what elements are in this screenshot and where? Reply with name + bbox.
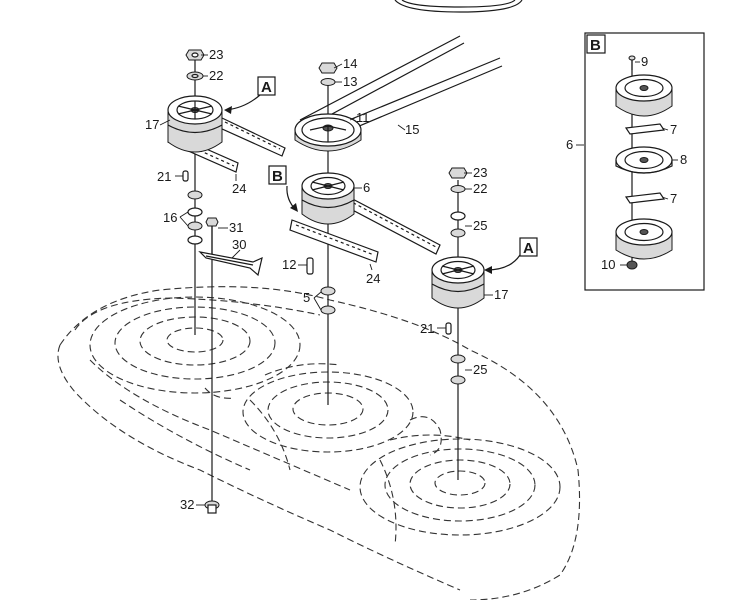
pulley-17-left: [167, 95, 223, 153]
label-24-left: 24: [232, 181, 246, 196]
inset-label-10: 10: [601, 257, 615, 272]
label-6-center: 6: [363, 180, 370, 195]
label-25-upper: 25: [473, 218, 487, 233]
label-22-right: 22: [473, 181, 487, 196]
callout-letter-b-center: B: [272, 168, 283, 185]
pulley-6-center: [301, 172, 355, 225]
inset-label-9: 9: [641, 54, 648, 69]
callout-letter-a-right: A: [523, 240, 534, 257]
label-17-right: 17: [494, 287, 508, 302]
label-21-right: 21: [420, 321, 434, 336]
label-30: 30: [232, 237, 246, 252]
label-15: 15: [405, 122, 419, 137]
callout-box-b-center: [268, 165, 287, 185]
top-partial-disc: [394, 0, 523, 13]
key-icon: [182, 170, 189, 182]
label-14: 14: [343, 56, 357, 71]
key-icon: [306, 257, 314, 275]
leader-lines: [159, 54, 678, 506]
nut-icon: [448, 167, 468, 179]
label-16: 16: [163, 210, 177, 225]
callout-letter-a-left: A: [261, 79, 272, 96]
inset-label-7-lower: 7: [670, 191, 677, 206]
label-23-left: 23: [209, 47, 223, 62]
nut-icon: [185, 49, 205, 61]
belt-segment-left: [219, 117, 286, 157]
left-pulley-assembly: [167, 49, 286, 277]
label-24-center: 24: [366, 271, 380, 286]
inset-label-6: 6: [566, 137, 573, 152]
right-assembly: [431, 167, 485, 385]
belt-15: [299, 35, 503, 141]
inset-b-panel: B: [584, 32, 705, 291]
center-assembly: [289, 35, 503, 315]
callout-box-a-right: [519, 237, 538, 257]
label-23-right: 23: [473, 165, 487, 180]
label-21-left: 21: [157, 169, 171, 184]
callout-box-a-left: [257, 76, 276, 96]
inset-label-8: 8: [680, 152, 687, 167]
grease-fitting-icon: [204, 500, 220, 514]
bracket-icon: [198, 251, 263, 277]
pulley-17-right: [431, 256, 485, 309]
pulley-11: [294, 113, 362, 152]
label-17-left: 17: [145, 117, 159, 132]
inset-callout-letter: B: [590, 37, 601, 54]
label-5: 5: [303, 290, 310, 305]
label-11: 11: [356, 110, 370, 125]
key-icon: [445, 322, 452, 335]
label-32: 32: [180, 497, 194, 512]
inset-label-7-upper: 7: [670, 122, 677, 137]
label-31: 31: [229, 220, 243, 235]
label-12: 12: [282, 257, 296, 272]
nut-icon: [318, 62, 338, 74]
label-22-left: 22: [209, 68, 223, 83]
label-13: 13: [343, 74, 357, 89]
mower-deck-outline: [57, 286, 581, 600]
label-25-lower: 25: [473, 362, 487, 377]
bolt-icon: [205, 217, 219, 258]
